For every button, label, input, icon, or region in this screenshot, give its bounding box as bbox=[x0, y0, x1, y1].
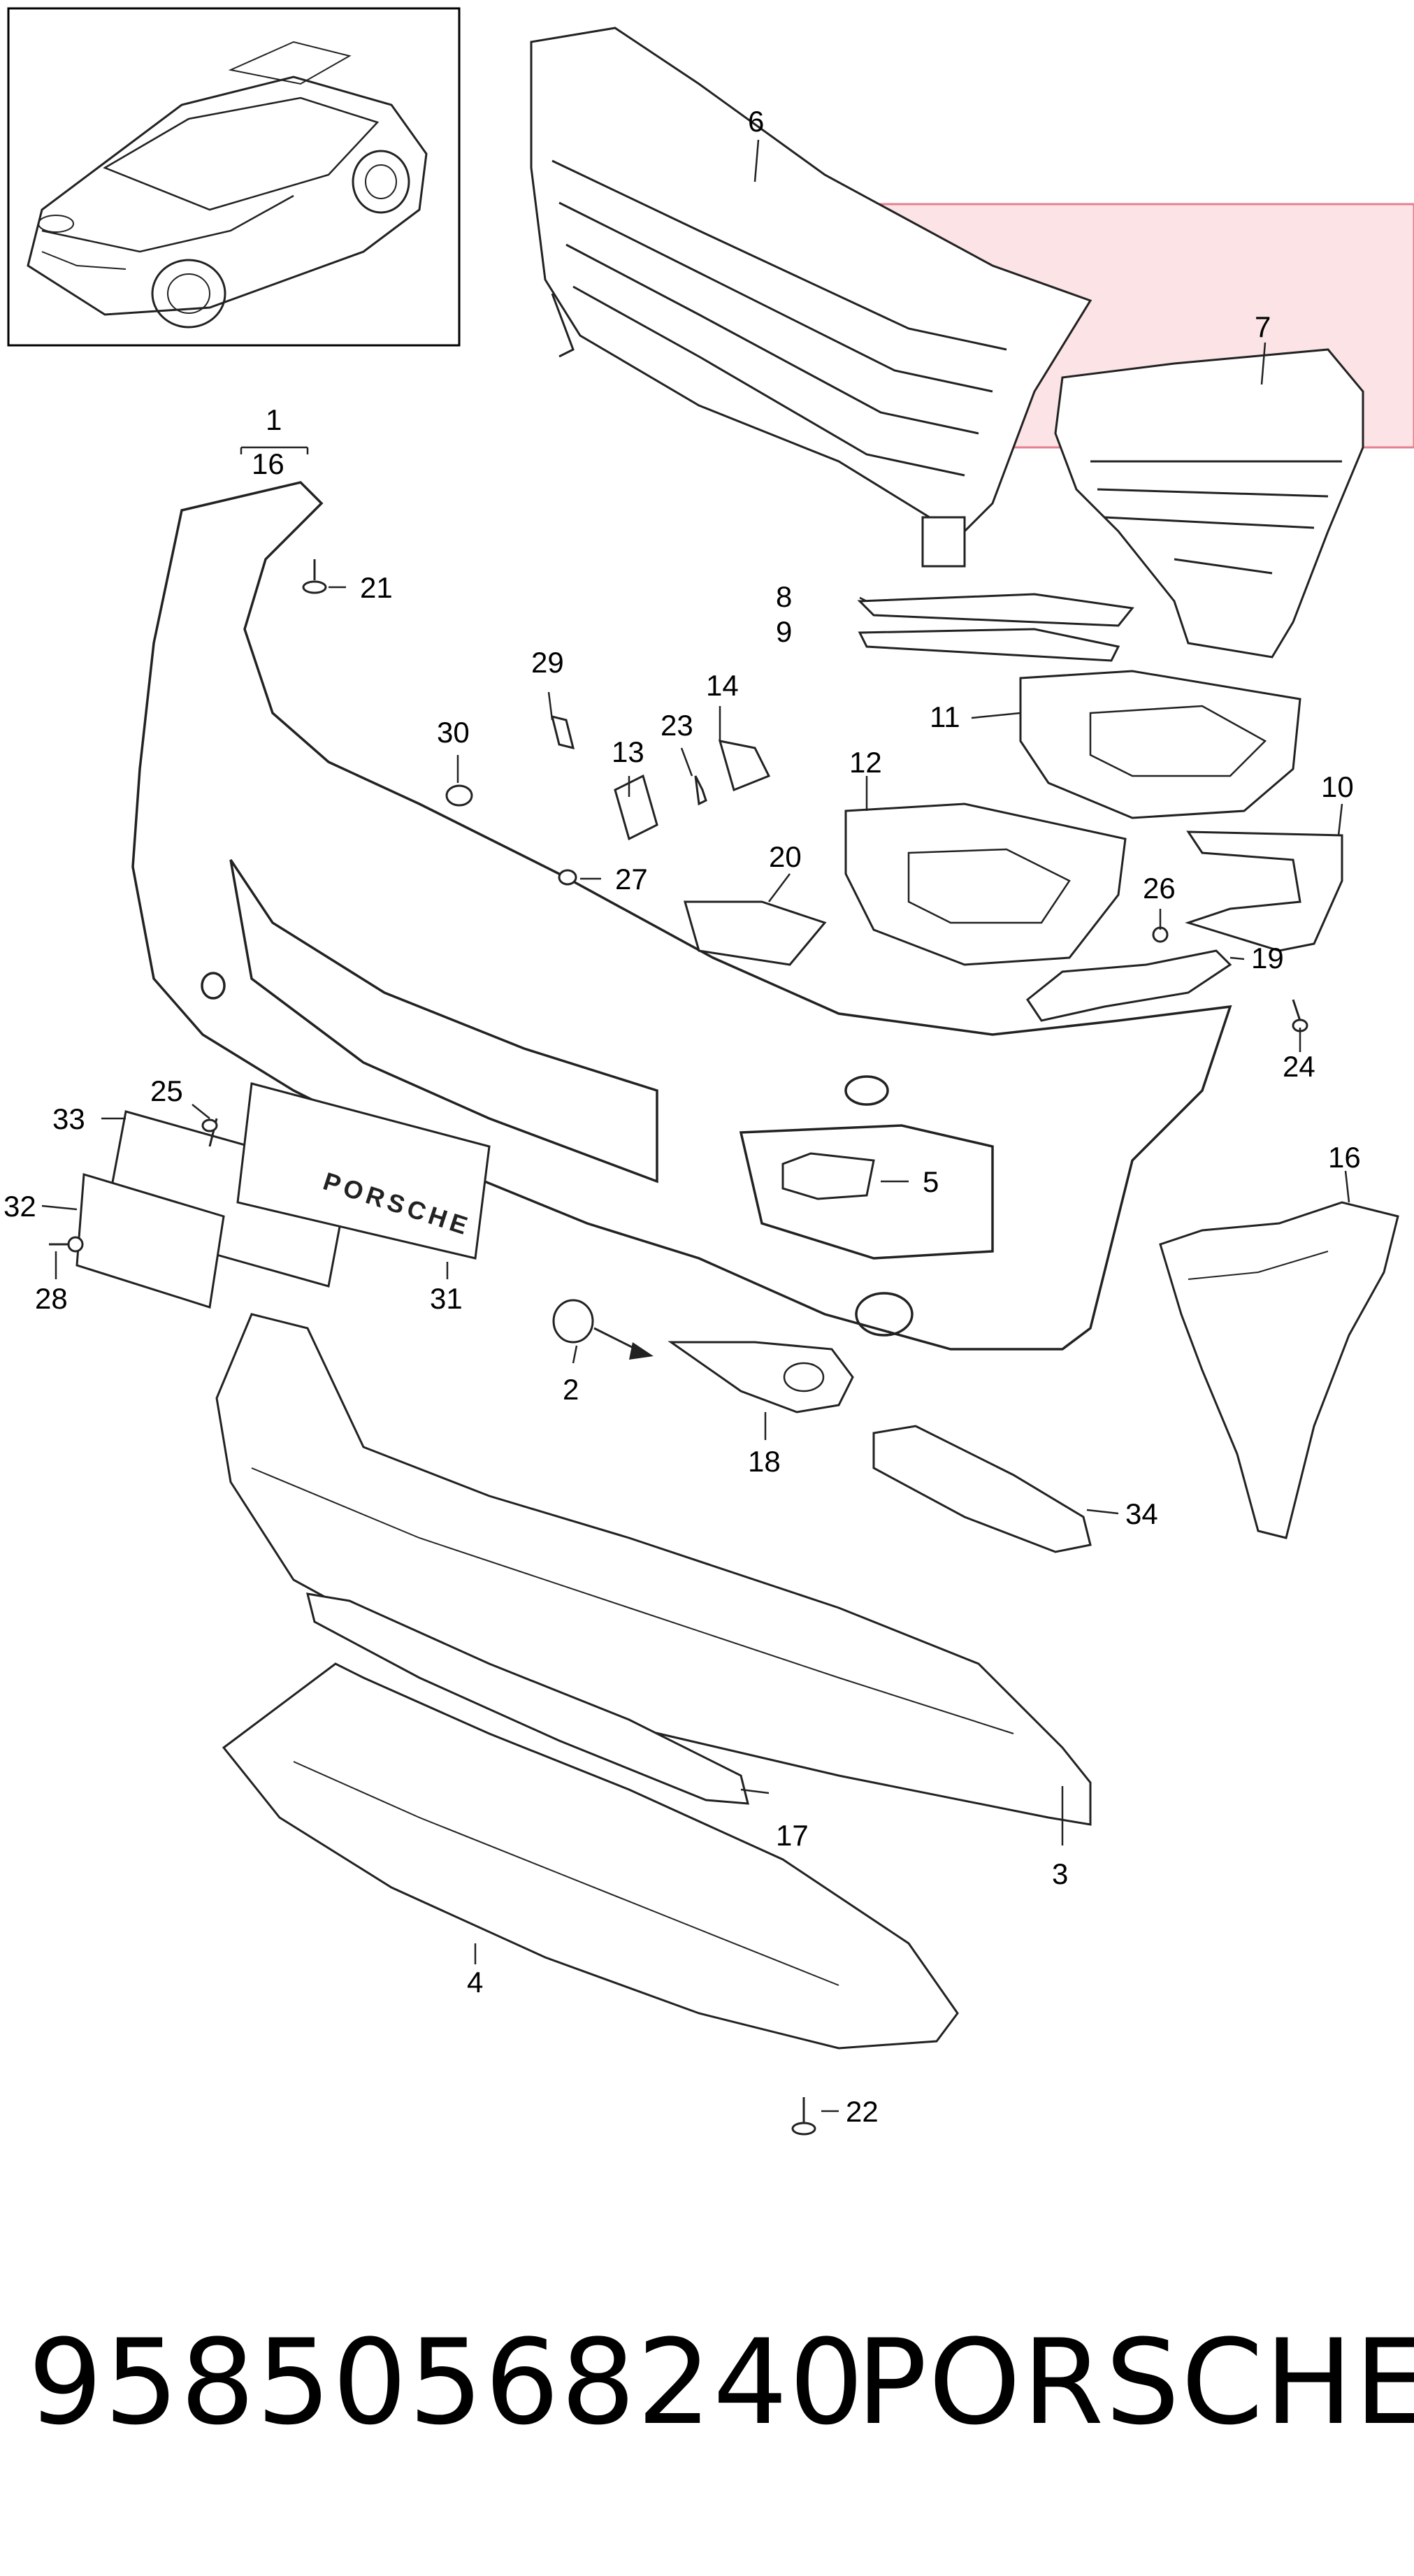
callout-21: 21 bbox=[360, 571, 393, 604]
callout-34: 34 bbox=[1125, 1497, 1158, 1530]
part-5-cap bbox=[781, 1152, 875, 1200]
callout-25: 25 bbox=[150, 1074, 183, 1107]
callout-22: 22 bbox=[846, 2095, 879, 2128]
part-34-bracket bbox=[872, 1425, 1092, 1553]
callout-29: 29 bbox=[531, 646, 564, 679]
callout-17: 17 bbox=[776, 1819, 809, 1852]
part-4-underbody-panel bbox=[222, 1662, 959, 2050]
callout-28: 28 bbox=[35, 1282, 68, 1315]
callout-14: 14 bbox=[706, 669, 739, 702]
callout-9: 9 bbox=[776, 615, 792, 648]
license-plate-brackets bbox=[75, 1082, 491, 1309]
callout-16-right: 16 bbox=[1328, 1141, 1361, 1174]
callout-19: 19 bbox=[1251, 942, 1284, 974]
callout-5: 5 bbox=[923, 1165, 939, 1198]
part-8-trim-strip bbox=[857, 593, 1134, 627]
part-11-air-intake-frame bbox=[1019, 670, 1301, 819]
part-17-strip bbox=[305, 1592, 749, 1805]
fasteners bbox=[49, 559, 1308, 2136]
part-3-spoiler bbox=[215, 1313, 1092, 1826]
part-9-trim-strip bbox=[858, 628, 1120, 662]
callout-1: 1 bbox=[266, 403, 282, 436]
callout-8: 8 bbox=[776, 580, 792, 613]
callout-3: 3 bbox=[1052, 1857, 1068, 1890]
callout-27: 27 bbox=[615, 863, 648, 895]
part-6-grille-carrier bbox=[530, 27, 1092, 568]
callout-7: 7 bbox=[1255, 310, 1271, 343]
part-7-grille-insert bbox=[1054, 348, 1364, 659]
leader-lines bbox=[41, 139, 1350, 2113]
callout-31: 31 bbox=[430, 1282, 463, 1315]
callout-10: 10 bbox=[1321, 770, 1354, 803]
callout-13: 13 bbox=[612, 735, 644, 768]
part-18-fog-trim bbox=[668, 1341, 854, 1413]
brand-name: PORSCHE bbox=[856, 2314, 1414, 2451]
callout-23: 23 bbox=[661, 709, 693, 742]
callout-2: 2 bbox=[563, 1373, 579, 1406]
part-10-trim bbox=[1185, 830, 1343, 952]
part-19-bracket bbox=[1025, 949, 1232, 1022]
vehicle-thumbnail bbox=[7, 7, 461, 347]
callout-16-top: 16 bbox=[252, 447, 284, 480]
callout-33: 33 bbox=[52, 1102, 85, 1135]
callout-12: 12 bbox=[849, 746, 882, 779]
part-number: 95850568240 bbox=[28, 2314, 865, 2451]
callout-24: 24 bbox=[1283, 1050, 1315, 1083]
callout-20: 20 bbox=[769, 840, 802, 873]
callout-30: 30 bbox=[437, 716, 470, 749]
callout-32: 32 bbox=[3, 1190, 36, 1223]
part-16-side-bracket bbox=[1159, 1201, 1399, 1539]
callout-6: 6 bbox=[748, 105, 764, 138]
callout-26: 26 bbox=[1143, 872, 1176, 905]
callout-11: 11 bbox=[930, 700, 960, 733]
part-12-trim-frame bbox=[844, 803, 1127, 966]
callout-labels: 1 16 21 6 7 8 9 29 14 11 30 23 13 12 10 … bbox=[3, 105, 1361, 2128]
part-2-tow-cap bbox=[552, 1299, 594, 1344]
callout-4: 4 bbox=[467, 1966, 483, 1999]
callout-18: 18 bbox=[748, 1445, 781, 1478]
